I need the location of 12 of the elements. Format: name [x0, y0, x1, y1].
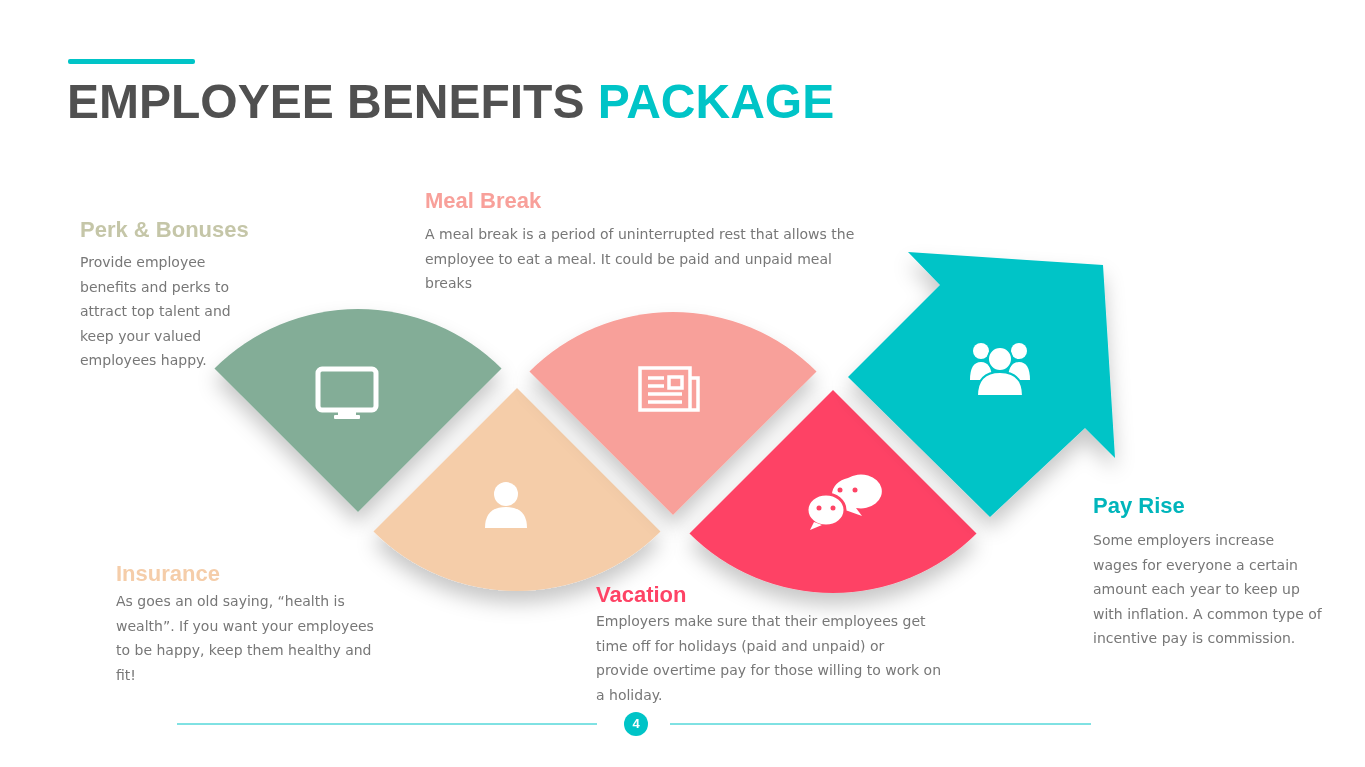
slide-title: EMPLOYEE BENEFITS PACKAGE — [67, 74, 835, 129]
body-text: Provide employee benefits and perks to attract top talent and keep your valued employees happy. — [80, 253, 232, 370]
section-heading: Vacation — [596, 582, 688, 608]
body-text: Some employers increase wages for everyone a certain amount each year to keep up with inflation. A common type of incentive pay is commission. — [1093, 531, 1323, 648]
body-text: A meal break is a period of uninterrupted rest that allows the employee to eat a meal. It could be paid and unpaid meal breaks — [425, 225, 856, 293]
section-heading: Perk & Bonuses — [80, 217, 250, 243]
section-heading: Insurance — [116, 561, 221, 587]
body-text: As goes an old saying, “health is wealth”. If you want your employees to be happy, keep them healthy and fit! — [116, 592, 375, 685]
section-heading: Pay Rise — [1093, 493, 1186, 519]
body-text: Employers make sure that their employees get time off for holidays (paid and unpaid) or provide overtime pay for those willing to work on a holiday. — [596, 612, 941, 705]
page-number: 4 — [624, 712, 648, 736]
section-heading: Meal Break — [425, 188, 543, 214]
